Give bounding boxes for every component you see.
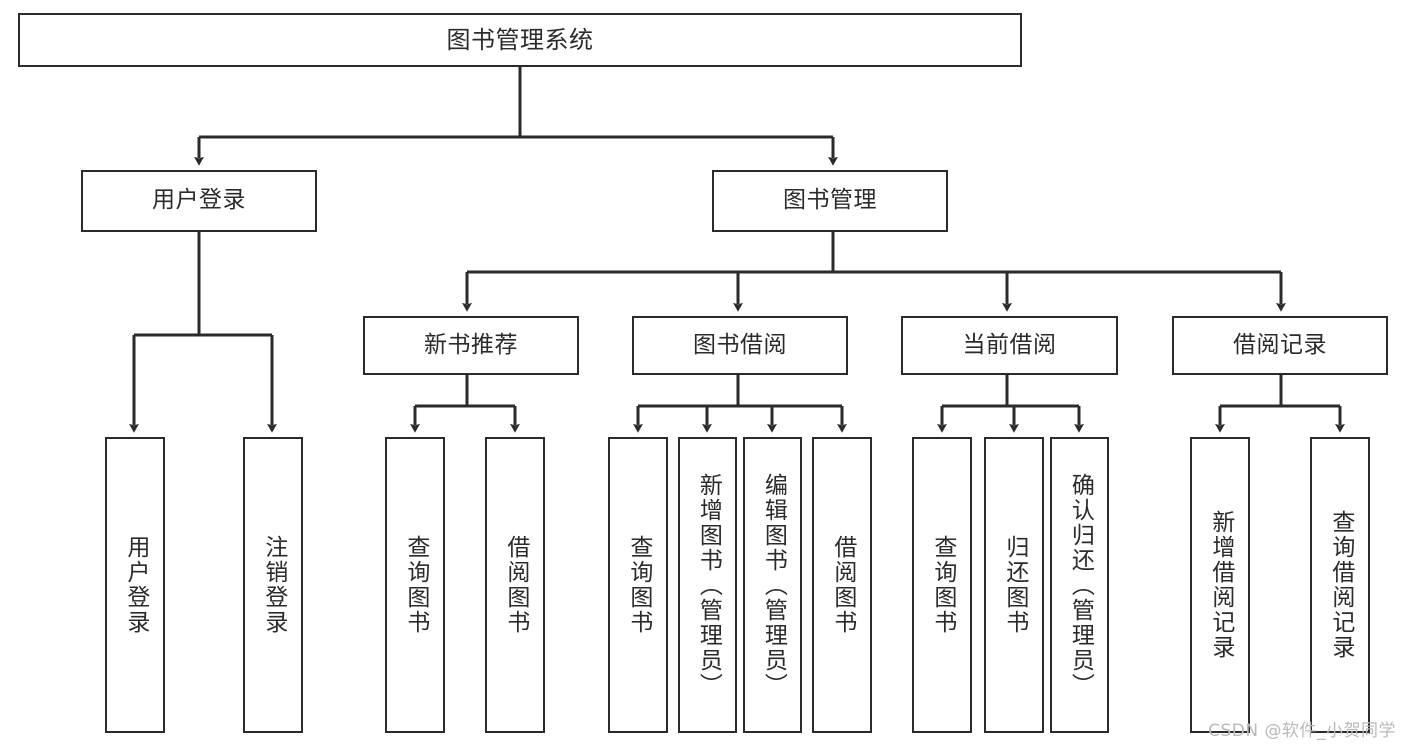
node-leaf-query-book-current[interactable]: 查询图书 [912, 437, 972, 733]
node-leaf-borrow-book-borrow[interactable]: 借阅图书 [812, 437, 872, 733]
node-leaf-borrow-book-recommend-label: 借阅图书 [502, 535, 529, 635]
node-leaf-borrow-book-recommend[interactable]: 借阅图书 [485, 437, 545, 733]
node-leaf-add-book-admin-label: 新增图书（管理员） [695, 472, 722, 698]
node-book-borrow[interactable]: 图书借阅 [632, 316, 848, 375]
node-leaf-edit-book-admin-label: 编辑图书（管理员） [760, 472, 787, 698]
node-book-borrow-label: 图书借阅 [693, 331, 787, 358]
node-leaf-query-borrow-record-label: 查询借阅记录 [1327, 510, 1354, 660]
csdn-watermark: CSDN @软件_小贺同学 [1208, 721, 1396, 741]
node-leaf-confirm-return-admin[interactable]: 确认归还（管理员） [1050, 437, 1109, 733]
node-leaf-query-book-borrow-label: 查询图书 [625, 535, 652, 635]
node-leaf-query-book-recommend-label: 查询图书 [402, 535, 429, 635]
node-leaf-query-borrow-record[interactable]: 查询借阅记录 [1310, 437, 1370, 733]
node-user-login[interactable]: 用户登录 [81, 170, 317, 232]
node-root-label: 图书管理系统 [446, 25, 594, 54]
node-leaf-logout-label: 注销登录 [260, 535, 287, 635]
node-leaf-add-borrow-record[interactable]: 新增借阅记录 [1190, 437, 1250, 733]
node-leaf-query-book-current-label: 查询图书 [929, 535, 956, 635]
node-leaf-return-book[interactable]: 归还图书 [984, 437, 1044, 733]
node-root-system[interactable]: 图书管理系统 [18, 13, 1022, 67]
node-user-login-label: 用户登录 [152, 187, 246, 214]
node-new-book-recommend-label: 新书推荐 [424, 331, 518, 358]
node-current-borrow[interactable]: 当前借阅 [901, 316, 1118, 375]
node-current-borrow-label: 当前借阅 [962, 331, 1057, 358]
node-borrow-record-label: 借阅记录 [1233, 331, 1327, 358]
node-book-manage[interactable]: 图书管理 [712, 170, 948, 232]
node-leaf-edit-book-admin[interactable]: 编辑图书（管理员） [743, 437, 802, 733]
node-leaf-query-book-recommend[interactable]: 查询图书 [385, 437, 445, 733]
node-leaf-logout[interactable]: 注销登录 [243, 437, 303, 733]
node-leaf-user-login[interactable]: 用户登录 [105, 437, 165, 733]
node-leaf-confirm-return-admin-label: 确认归还（管理员） [1067, 472, 1094, 698]
node-leaf-add-borrow-record-label: 新增借阅记录 [1207, 510, 1234, 660]
node-borrow-record[interactable]: 借阅记录 [1172, 316, 1388, 375]
node-leaf-query-book-borrow[interactable]: 查询图书 [608, 437, 668, 733]
node-leaf-borrow-book-borrow-label: 借阅图书 [829, 535, 856, 635]
node-leaf-add-book-admin[interactable]: 新增图书（管理员） [678, 437, 737, 733]
node-book-manage-label: 图书管理 [783, 187, 877, 214]
node-new-book-recommend[interactable]: 新书推荐 [363, 316, 579, 375]
node-leaf-return-book-label: 归还图书 [1001, 535, 1028, 635]
node-leaf-user-login-label: 用户登录 [122, 535, 149, 635]
